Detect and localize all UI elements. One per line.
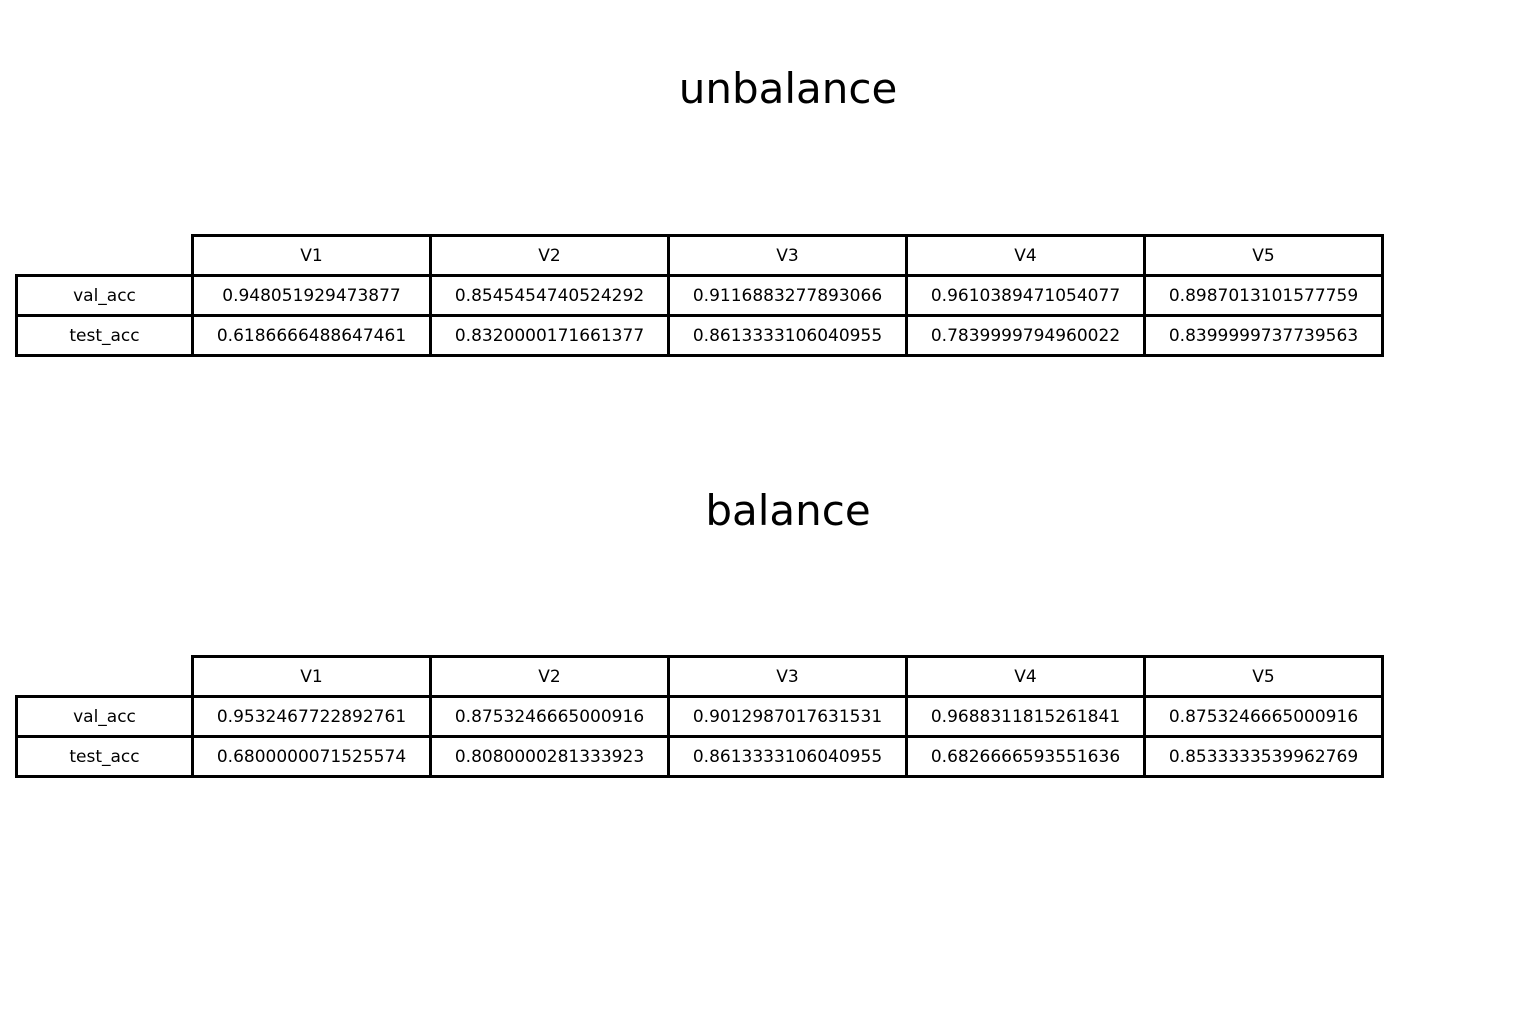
column-header: V5 xyxy=(1143,655,1384,698)
table-cell: 0.6800000071525574 xyxy=(191,735,432,778)
table-title-unbalance: unbalance xyxy=(678,64,898,113)
table-row: test_acc 0.6186666488647461 0.8320000171… xyxy=(15,314,1384,357)
row-label: val_acc xyxy=(15,695,194,738)
table-cell: 0.6826666593551636 xyxy=(905,735,1146,778)
header-row: V1 V2 V3 V4 V5 xyxy=(16,234,1384,277)
column-header: V3 xyxy=(667,234,908,277)
table-cell: 0.8399999737739563 xyxy=(1143,314,1384,357)
corner-cell xyxy=(16,235,194,277)
table-cell: 0.8613333106040955 xyxy=(667,735,908,778)
table-cell: 0.8320000171661377 xyxy=(429,314,670,357)
column-header: V1 xyxy=(191,234,432,277)
table-unbalance: V1 V2 V3 V4 V5 val_acc 0.948051929473877… xyxy=(15,234,1384,357)
table-cell: 0.6186666488647461 xyxy=(191,314,432,357)
table-cell: 0.7839999794960022 xyxy=(905,314,1146,357)
row-label: test_acc xyxy=(15,314,194,357)
table-cell: 0.8613333106040955 xyxy=(667,314,908,357)
table-cell: 0.9532467722892761 xyxy=(191,695,432,738)
column-header: V5 xyxy=(1143,234,1384,277)
row-label: val_acc xyxy=(15,274,194,317)
row-label: test_acc xyxy=(15,735,194,778)
column-header: V2 xyxy=(429,655,670,698)
table-row: test_acc 0.6800000071525574 0.8080000281… xyxy=(15,735,1384,778)
table-cell: 0.8753246665000916 xyxy=(1143,695,1384,738)
column-header: V1 xyxy=(191,655,432,698)
table-cell: 0.9116883277893066 xyxy=(667,274,908,317)
column-header: V3 xyxy=(667,655,908,698)
table-title-balance: balance xyxy=(705,486,871,535)
table-cell: 0.8533333539962769 xyxy=(1143,735,1384,778)
column-header: V2 xyxy=(429,234,670,277)
table-cell: 0.9688311815261841 xyxy=(905,695,1146,738)
table-row: val_acc 0.9532467722892761 0.87532466650… xyxy=(15,695,1384,738)
header-row: V1 V2 V3 V4 V5 xyxy=(16,655,1384,698)
table-cell: 0.9012987017631531 xyxy=(667,695,908,738)
table-row: val_acc 0.948051929473877 0.854545474052… xyxy=(15,274,1384,317)
table-cell: 0.8753246665000916 xyxy=(429,695,670,738)
table-cell: 0.8987013101577759 xyxy=(1143,274,1384,317)
column-header: V4 xyxy=(905,655,1146,698)
table-cell: 0.948051929473877 xyxy=(191,274,432,317)
column-header: V4 xyxy=(905,234,1146,277)
table-cell: 0.9610389471054077 xyxy=(905,274,1146,317)
table-balance: V1 V2 V3 V4 V5 val_acc 0.953246772289276… xyxy=(15,655,1384,778)
corner-cell xyxy=(16,656,194,698)
table-cell: 0.8080000281333923 xyxy=(429,735,670,778)
table-cell: 0.8545454740524292 xyxy=(429,274,670,317)
